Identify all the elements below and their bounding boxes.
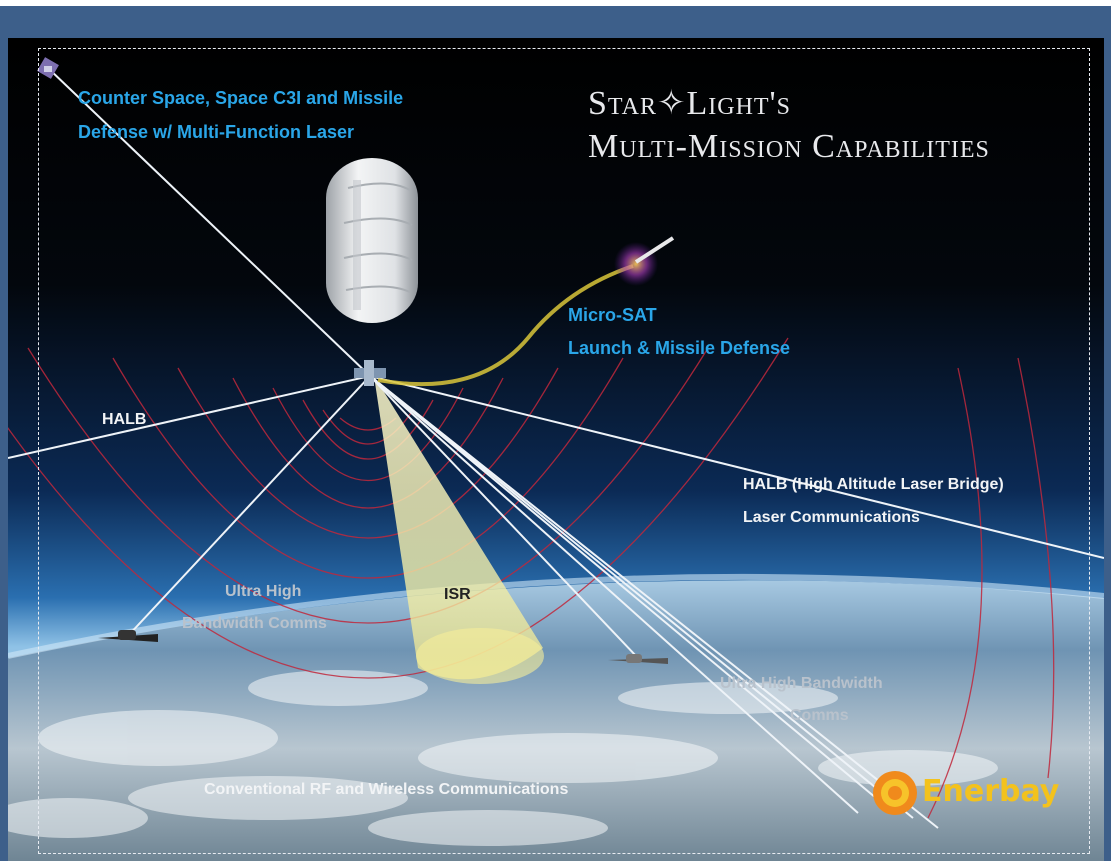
label-uhb-left-1: Ultra High [225, 583, 302, 600]
dashed-border [38, 48, 1090, 854]
page-frame: Star✧Light's Multi-Mission Capabilities … [0, 6, 1111, 861]
label-uhb-right-2: Comms [790, 707, 849, 724]
label-micro-sat-2: Launch & Missile Defense [568, 338, 791, 358]
label-uhb-left-2: Bandwidth Comms [182, 615, 327, 632]
title-line-1: Star✧Light's [588, 85, 792, 122]
label-conventional: Conventional RF and Wireless Communicati… [204, 781, 569, 798]
uav-left-icon [98, 630, 158, 642]
label-counter-space-2: Defense w/ Multi-Function Laser [78, 122, 355, 142]
label-uhb-right-1: Ultra High Bandwidth [720, 675, 883, 692]
diagram-graphics [8, 38, 1104, 861]
enerbay-logo-text: Enerbay [922, 774, 1060, 809]
label-halb-right-2: Laser Communications [743, 509, 920, 526]
platform-node [354, 360, 386, 386]
laser-links [8, 67, 1104, 829]
label-halb-right-1: HALB (High Altitude Laser Bridge) [743, 476, 1004, 493]
label-counter-space-1: Counter Space, Space C3I and Missile [78, 88, 404, 108]
uav-right-icon [608, 654, 668, 664]
label-micro-sat-1: Micro-SAT [568, 305, 657, 325]
label-halb-left: HALB [102, 411, 147, 428]
enerbay-logo-icon [873, 771, 917, 815]
isr-cone [374, 376, 543, 680]
title-line-2: Multi-Mission Capabilities [588, 128, 990, 165]
diagram-scene: Star✧Light's Multi-Mission Capabilities … [8, 38, 1104, 861]
airship [326, 158, 418, 323]
atmosphere-glow [8, 573, 1104, 659]
micro-sat-trajectory [377, 264, 634, 387]
clouds [8, 670, 998, 846]
label-isr: ISR [444, 586, 471, 603]
satellite-icon [37, 57, 59, 79]
